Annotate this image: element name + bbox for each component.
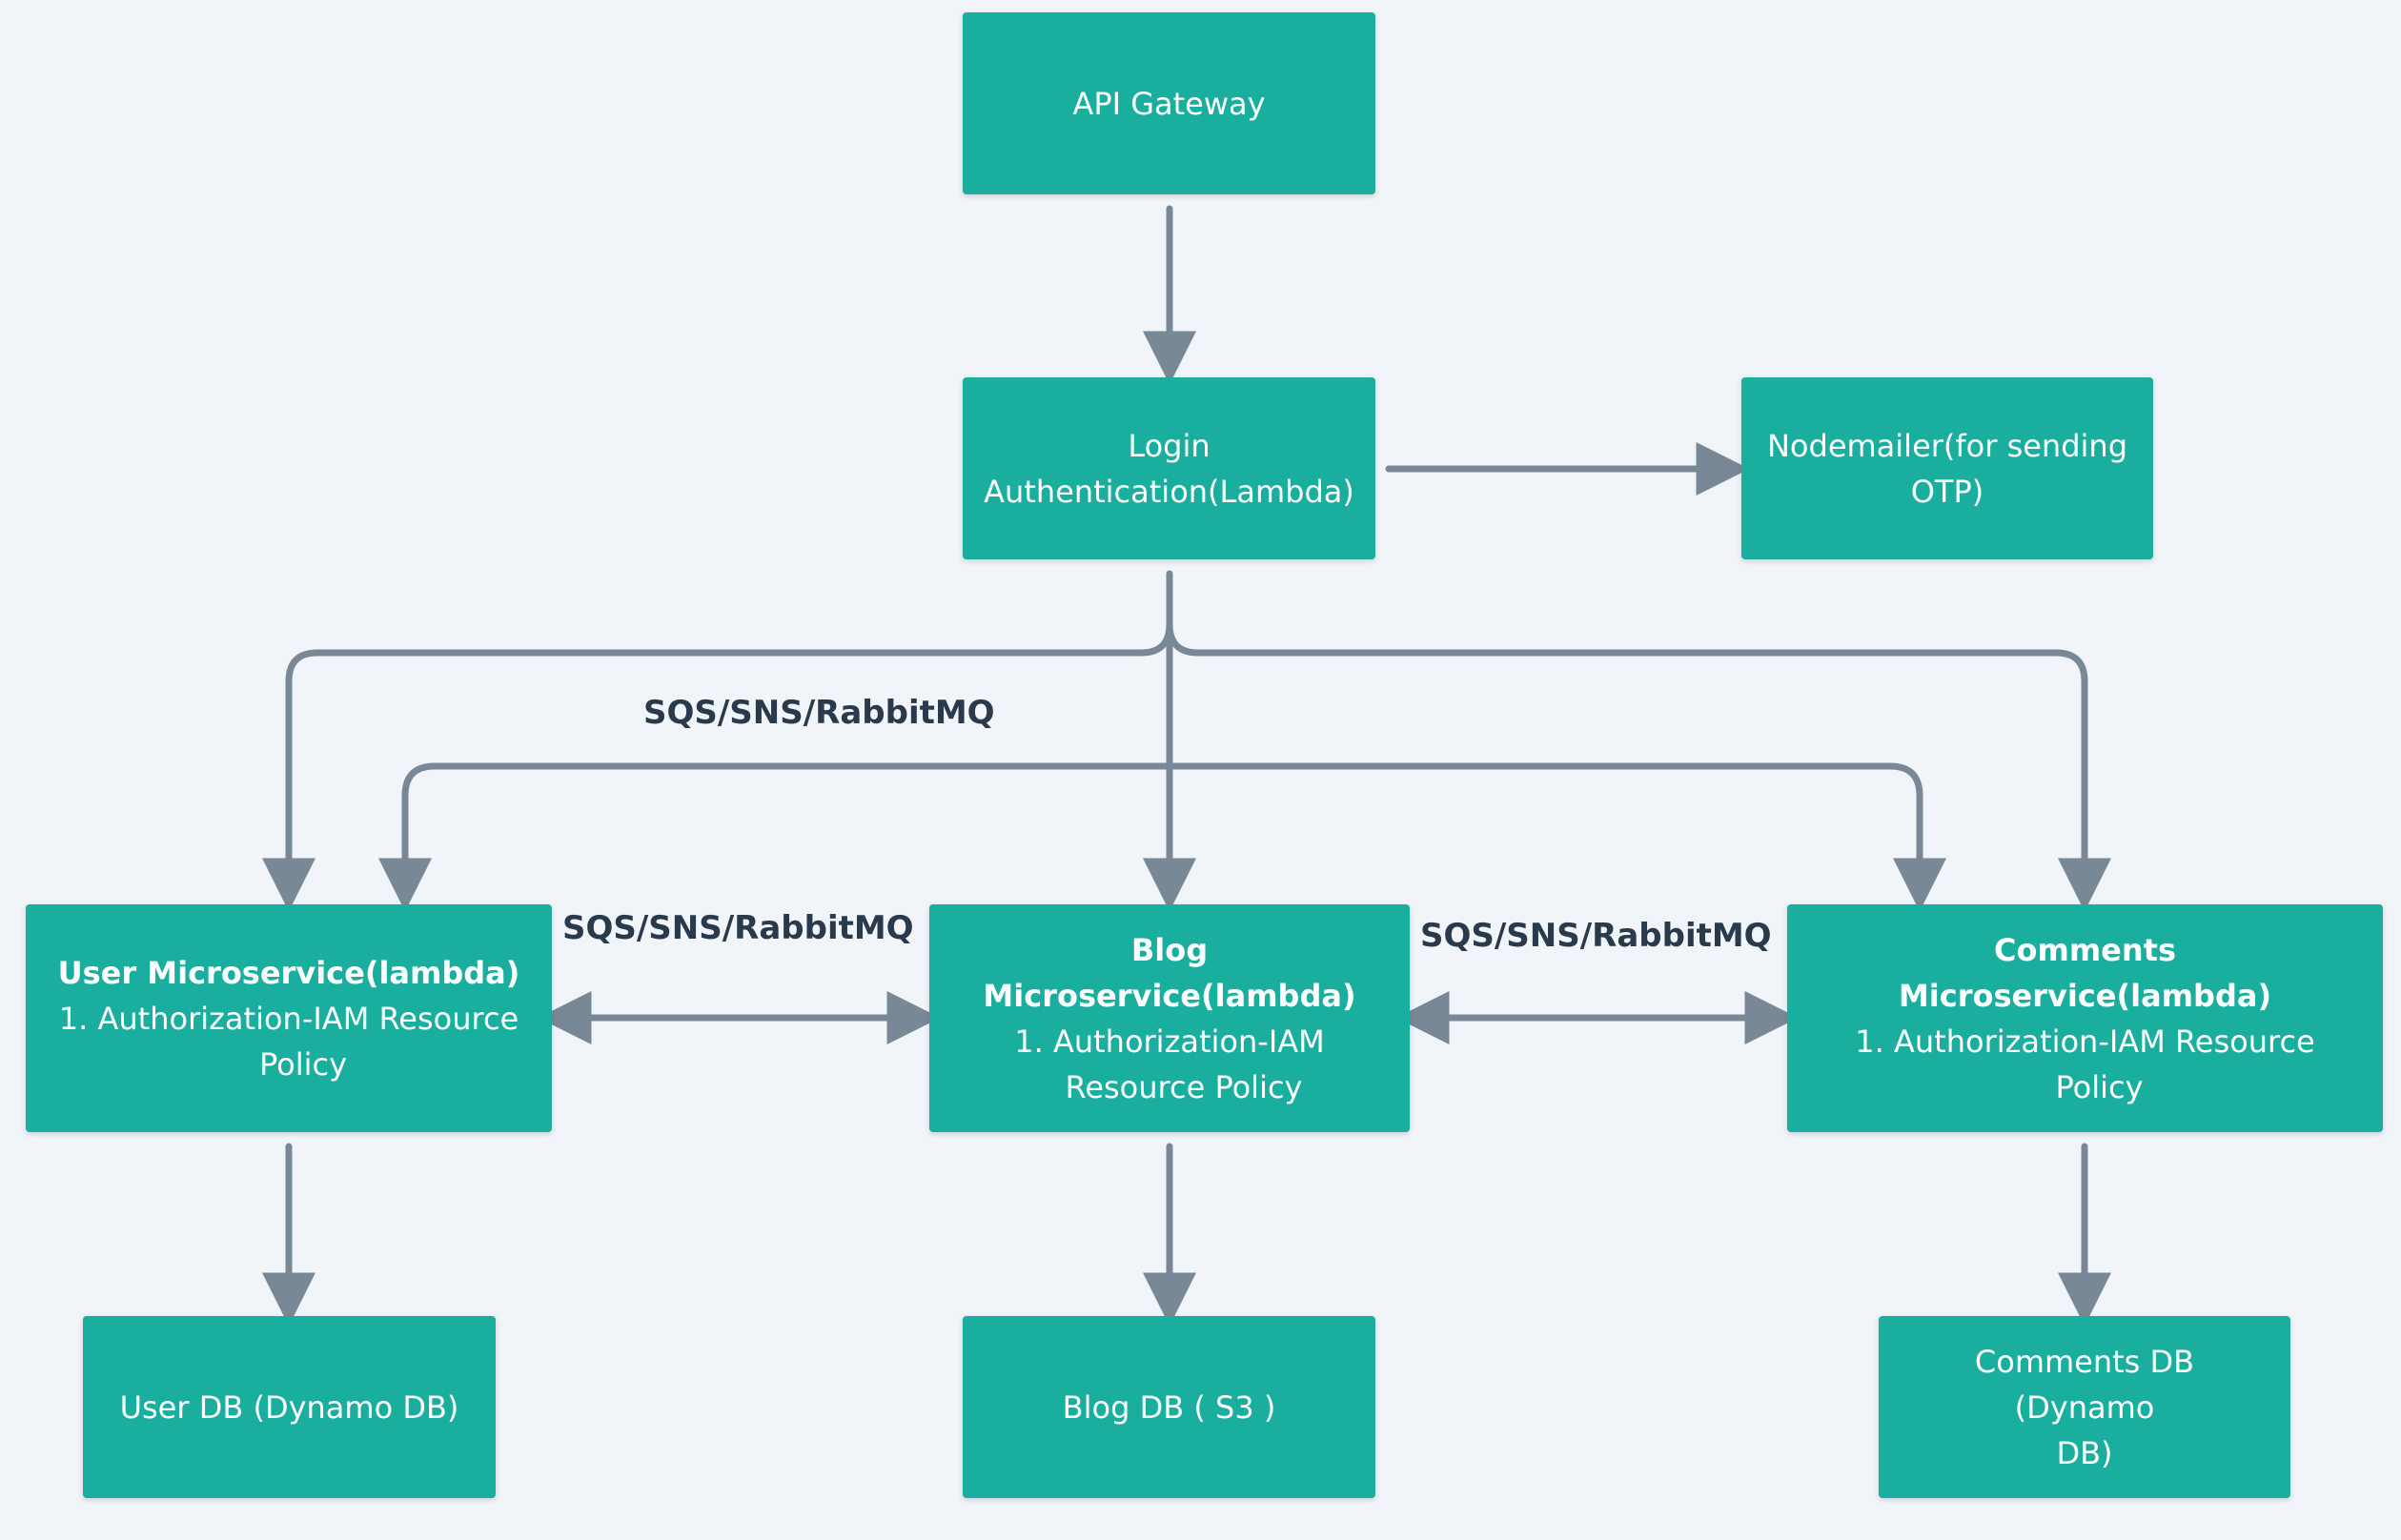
comments-microservice-node: Comments Microservice(lambda) 1. Authori…	[1787, 904, 2383, 1132]
api-gateway-node: API Gateway	[963, 12, 1375, 194]
user-blog-bus-label: SQS/SNS/RabbitMQ	[562, 909, 914, 947]
comments-db-label-line-1: Comments DB (Dynamo	[1974, 1343, 2195, 1426]
blog-microservice-node: Blog Microservice(lambda) 1. Authorizati…	[929, 904, 1410, 1132]
user-microservice-line-2: Policy	[258, 1045, 348, 1083]
comments-db-label-line-2: DB)	[2056, 1434, 2113, 1471]
arrow-login-to-comments-ms	[1166, 620, 2111, 912]
nodemailer-node: Nodemailer(for sending OTP)	[1741, 377, 2153, 559]
comments-microservice-line-2: Policy	[2055, 1068, 2144, 1105]
comments-microservice-line-1: 1. Authorization-IAM Resource	[1855, 1023, 2315, 1060]
api-gateway-label: API Gateway	[1072, 85, 1266, 122]
user-db-label: User DB (Dynamo DB)	[119, 1388, 459, 1426]
arrow-bus-user-comments	[378, 762, 1946, 912]
user-microservice-node: User Microservice(lambda) 1. Authorizati…	[26, 904, 552, 1132]
comments-db-node: Comments DB (Dynamo DB)	[1879, 1316, 2290, 1498]
blog-microservice-title: Blog Microservice(lambda)	[983, 931, 1356, 1014]
comments-microservice-title: Comments Microservice(lambda)	[1898, 931, 2272, 1014]
blog-microservice-line-1: 1. Authorization-IAM	[1014, 1023, 1325, 1060]
blog-db-label: Blog DB ( S3 )	[1062, 1388, 1276, 1426]
user-microservice-line-1: 1. Authorization-IAM Resource	[58, 1000, 519, 1037]
top-bus-label: SQS/SNS/RabbitMQ	[643, 694, 995, 732]
user-db-node: User DB (Dynamo DB)	[83, 1316, 496, 1498]
login-label-line-1: Login	[1128, 427, 1211, 464]
login-authentication-node: Login Authentication(Lambda)	[963, 377, 1375, 559]
blog-microservice-line-2: Resource Policy	[1065, 1068, 1303, 1105]
nodemailer-label-line-1: Nodemailer(for sending	[1766, 427, 2127, 464]
blog-db-node: Blog DB ( S3 )	[963, 1316, 1375, 1498]
blog-comments-bus-label: SQS/SNS/RabbitMQ	[1420, 917, 1772, 955]
user-microservice-title: User Microservice(lambda)	[57, 954, 520, 991]
login-label-line-2: Authentication(Lambda)	[984, 473, 1354, 510]
nodemailer-label-line-2: OTP)	[1910, 473, 1984, 510]
